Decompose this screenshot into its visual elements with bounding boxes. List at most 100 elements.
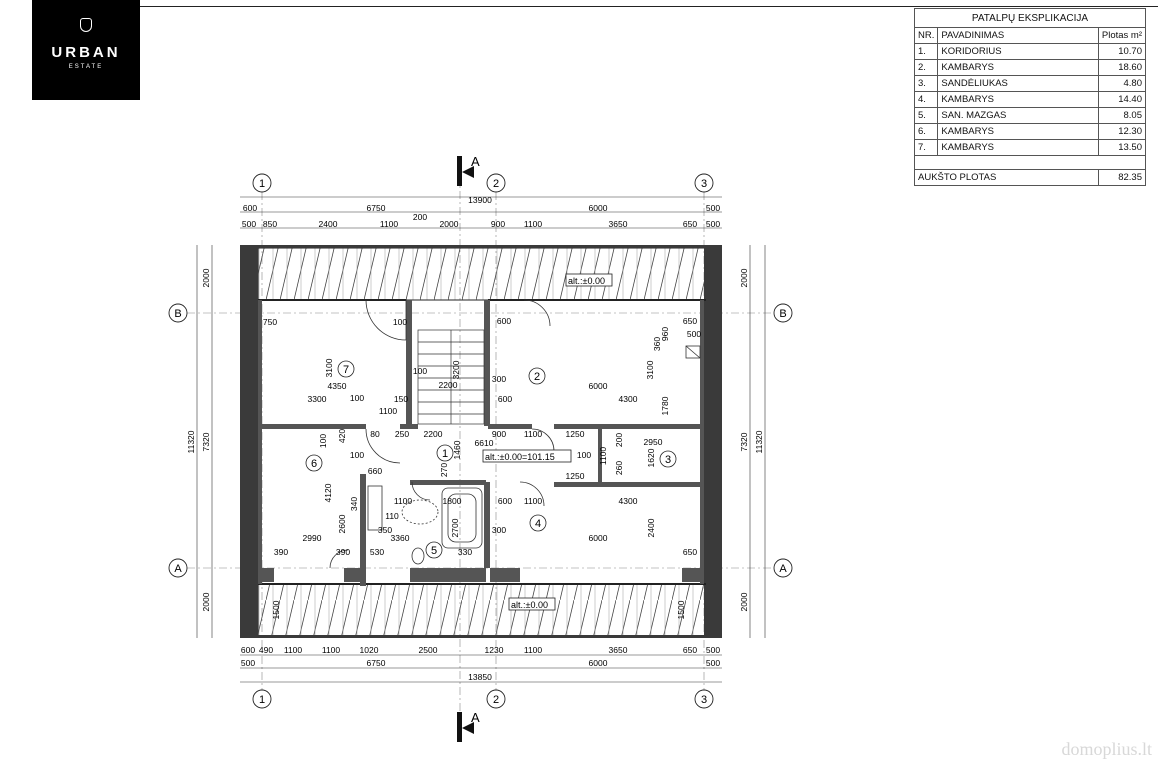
dim-text: 4120 xyxy=(323,483,333,502)
room-number: 4 xyxy=(535,518,541,530)
room-number: 3 xyxy=(665,454,671,466)
dim-text: 500 xyxy=(687,329,701,339)
dim-text: 1100 xyxy=(394,496,413,506)
dim-text: 330 xyxy=(458,547,472,557)
dim-text: 650 xyxy=(683,547,697,557)
dim-top-total: 13900 xyxy=(468,195,492,205)
table-total-row: AUKŠTO PLOTAS 82.35 xyxy=(914,169,1147,186)
dim-text: 1020 xyxy=(360,645,379,655)
dim-text: 100 xyxy=(318,434,328,448)
dim-text: 2200 xyxy=(439,380,458,390)
dim-text: 4350 xyxy=(328,381,347,391)
dim-text: 6000 xyxy=(589,658,608,668)
dim-text: 1100 xyxy=(379,406,398,416)
dim-text: 1800 xyxy=(443,496,462,506)
dim-text: 500 xyxy=(242,219,256,229)
dim-text: 1620 xyxy=(646,448,656,467)
roof-slope-zones xyxy=(257,247,707,637)
axis-labels: 1 2 3 1 2 3 B B A A xyxy=(174,178,787,706)
dim-text: 3650 xyxy=(609,645,628,655)
dim-text: 2950 xyxy=(644,437,663,447)
axis-label: 2 xyxy=(493,178,499,190)
staircase xyxy=(417,329,485,425)
dim-text: 340 xyxy=(349,497,359,511)
dim-text: 200 xyxy=(614,433,624,447)
logo-sub: ESTATE xyxy=(68,64,104,70)
dim-text: 390 xyxy=(336,547,350,557)
dim-text: 420 xyxy=(337,429,347,443)
dim-text: 6000 xyxy=(589,533,608,543)
dim-text: 300 xyxy=(492,525,506,535)
axis-label: B xyxy=(779,308,786,320)
axis-label: 3 xyxy=(701,694,707,706)
top-dimensions: 13900 600 6750 6000 500 500 850 2400 110… xyxy=(242,195,720,229)
dimension-lines xyxy=(196,196,766,683)
dim-text: 650 xyxy=(683,316,697,326)
room-number: 1 xyxy=(442,448,448,460)
dim-text: 1100 xyxy=(284,645,303,655)
room-number: 5 xyxy=(431,545,437,557)
axis-label: B xyxy=(174,308,181,320)
dim-text: 600 xyxy=(498,496,512,506)
dim-text: 2000 xyxy=(201,268,211,287)
dim-text: 6750 xyxy=(367,658,386,668)
dim-text: 1230 xyxy=(485,645,504,655)
dim-text: 500 xyxy=(241,658,255,668)
dim-text: 960 xyxy=(660,327,670,341)
section-marker-top: A xyxy=(457,154,480,186)
dim-text: 1250 xyxy=(566,429,585,439)
dim-text: 6750 xyxy=(367,203,386,213)
room-number-circles xyxy=(305,360,677,559)
dim-text: 1100 xyxy=(524,219,543,229)
dim-text: 11320 xyxy=(754,430,764,453)
dim-text: 100 xyxy=(350,450,364,460)
dim-text: 11320 xyxy=(186,430,196,453)
dim-text: 660 xyxy=(368,466,382,476)
dim-text: 260 xyxy=(614,461,624,475)
dim-text: 1100 xyxy=(380,219,399,229)
dim-text: 1100 xyxy=(524,496,543,506)
axis-label: A xyxy=(779,563,787,575)
room-number: 7 xyxy=(343,364,349,376)
dim-text: 1500 xyxy=(271,600,281,619)
dim-text: 500 xyxy=(706,219,720,229)
dim-bottom-total: 13850 xyxy=(468,672,492,682)
dim-text: 1780 xyxy=(660,396,670,415)
dim-text: 2400 xyxy=(319,219,338,229)
dim-text: 100 xyxy=(393,317,407,327)
room-number: 6 xyxy=(311,458,317,470)
dim-text: 500 xyxy=(706,658,720,668)
dim-text: 360 xyxy=(652,337,662,351)
dim-text: 4300 xyxy=(619,496,638,506)
axis-label: 1 xyxy=(259,694,265,706)
bathroom-fixtures xyxy=(367,345,701,565)
dim-text: 3100 xyxy=(324,358,334,377)
dim-text: 1100 xyxy=(524,429,543,439)
dim-text: 750 xyxy=(263,317,277,327)
left-dimensions: 2000 7320 2000 11320 xyxy=(186,268,211,611)
site-watermark: domoplius.lt xyxy=(1061,739,1152,759)
axis-bubbles xyxy=(168,173,793,709)
dim-text: 500 xyxy=(706,203,720,213)
dim-text: 100 xyxy=(413,366,427,376)
axis-label: 3 xyxy=(701,178,707,190)
dim-text: 3650 xyxy=(609,219,628,229)
dim-text: 2500 xyxy=(419,645,438,655)
dim-text: 2990 xyxy=(303,533,322,543)
dim-text: 1250 xyxy=(566,471,585,481)
dim-text: 600 xyxy=(241,645,255,655)
dim-text: 100 xyxy=(577,450,591,460)
dim-text: 850 xyxy=(263,219,277,229)
dim-text: 6000 xyxy=(589,381,608,391)
dim-text: 80 xyxy=(370,429,380,439)
dim-text: 6000 xyxy=(589,203,608,213)
dim-text: 200 xyxy=(413,212,427,222)
dim-text: 250 xyxy=(395,429,409,439)
altitude-label-bottom: alt.:±0.00 xyxy=(511,600,548,610)
dim-text: 390 xyxy=(274,547,288,557)
dim-text: 2000 xyxy=(739,268,749,287)
